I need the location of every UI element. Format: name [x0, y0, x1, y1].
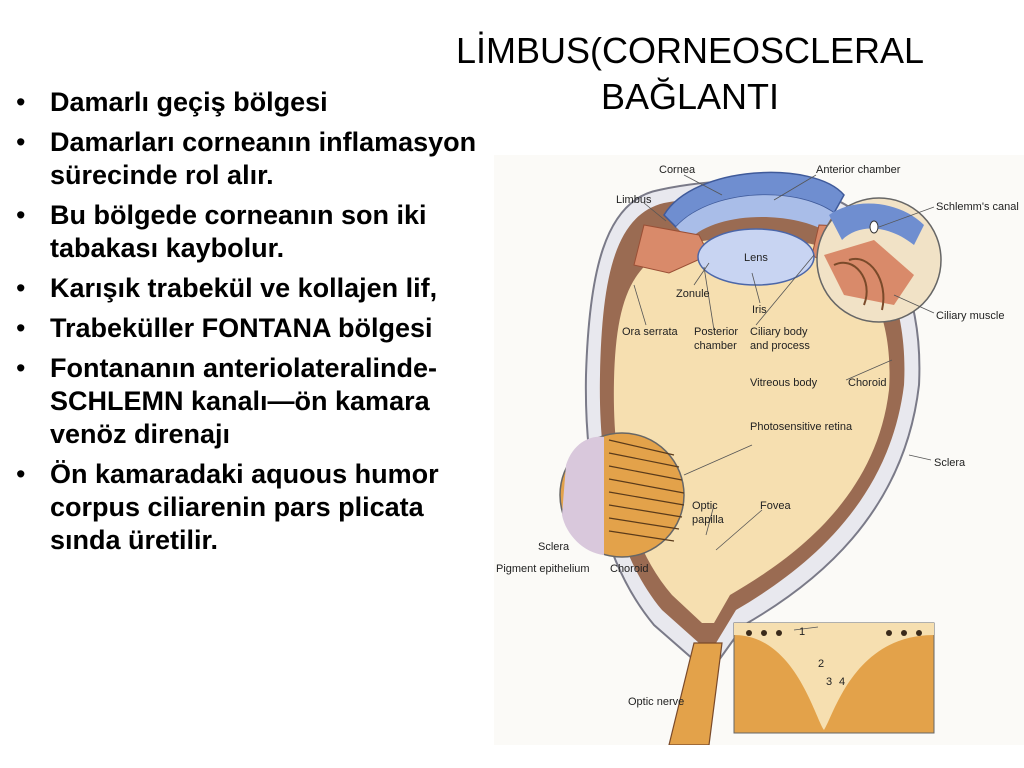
eye-anatomy-figure: Cornea Anterior chamber Schlemm's canal …: [494, 155, 1024, 746]
bullet-text: Damarlı geçiş bölgesi: [50, 87, 328, 117]
pigment-layer: [562, 436, 604, 555]
eye-diagram: Cornea Anterior chamber Schlemm's canal …: [494, 155, 1024, 746]
bullet-marker: •: [16, 200, 26, 230]
schlemm-canal-mark: [869, 220, 879, 234]
label-limbus: Limbus: [616, 194, 652, 206]
label-number-4: 4: [839, 676, 845, 688]
label-ciliary-body-1: Ciliary body: [750, 326, 808, 338]
label-photosensitive-retina: Photosensitive retina: [750, 421, 853, 433]
label-sclera-inset: Sclera: [538, 541, 570, 553]
label-optic-papilla-2: papilla: [692, 514, 725, 526]
label-sclera: Sclera: [934, 457, 966, 469]
anterior-chamber-shape: [676, 195, 834, 240]
label-ciliary-body-2: and process: [750, 340, 810, 352]
bullet-text: Damarları corneanın inflamasyon sürecind…: [50, 127, 477, 190]
bullet-text: Bu bölgede corneanın son iki tabakası ka…: [50, 200, 427, 263]
vitreous-body: [613, 238, 890, 623]
bullet-marker: •: [16, 313, 26, 343]
label-ciliary-muscle: Ciliary muscle: [936, 310, 1004, 322]
label-anterior-chamber: Anterior chamber: [816, 164, 901, 176]
label-number-3: 3: [826, 676, 832, 688]
label-posterior-chamber-1: Posterior: [694, 326, 738, 338]
inset-ciliary: [824, 240, 914, 305]
title-line-2: BAĞLANTI: [600, 76, 780, 117]
label-pigment-epithelium: Pigment epithelium: [496, 563, 590, 575]
slide-title: LİMBUS(CORNEOSCLERAL BAĞLANTI: [420, 28, 960, 120]
label-choroid-inset: Choroid: [610, 563, 649, 575]
fovea-pit: [734, 623, 934, 730]
retina-rod-group: [608, 439, 685, 542]
label-number-1: 1: [799, 626, 805, 638]
inset-fiber: [848, 257, 885, 311]
bullet-marker: •: [16, 459, 26, 489]
fovea-cells: [746, 630, 922, 636]
inset-fiber: [833, 261, 868, 306]
bullet-item: • Damarlı geçiş bölgesi: [16, 86, 486, 119]
label-posterior-chamber-2: chamber: [694, 340, 737, 352]
label-choroid: Choroid: [848, 377, 887, 389]
label-fovea: Fovea: [760, 500, 791, 512]
bullet-marker: •: [16, 87, 26, 117]
lens-shape: [697, 228, 815, 286]
bullet-text: Ön kamaradaki aquous humor corpus ciliar…: [50, 459, 439, 555]
label-lens: Lens: [744, 252, 768, 264]
label-ora-serrata: Ora serrata: [622, 326, 679, 338]
label-optic-nerve: Optic nerve: [628, 696, 684, 708]
bullet-item: • Ön kamaradaki aquous humor corpus cilia…: [16, 458, 486, 557]
bullet-item: • Fontananın anteriolateralinde-SCHLEMN k…: [16, 352, 486, 451]
label-iris: Iris: [752, 304, 767, 316]
bullet-marker: •: [16, 127, 26, 157]
bullet-text: Trabeküller FONTANA bölgesi: [50, 313, 433, 343]
bullet-item: • Bu bölgede corneanın son iki tabakası k…: [16, 199, 486, 265]
ciliary-body-left: [633, 224, 710, 274]
label-number-2: 2: [818, 658, 824, 670]
label-cornea: Cornea: [659, 164, 696, 176]
bullet-item: • Damarları corneanın inflamasyon sürecin…: [16, 126, 486, 192]
label-optic-papilla-1: Optic: [692, 500, 718, 512]
label-vitreous-body: Vitreous body: [750, 377, 818, 389]
bullet-item: • Karışık trabekül ve kollajen lif,: [16, 272, 486, 305]
bullet-text: Fontananın anteriolateralinde-SCHLEMN ka…: [50, 353, 438, 449]
bullet-marker: •: [16, 273, 26, 303]
bullet-item: • Trabeküller FONTANA bölgesi: [16, 312, 486, 345]
label-schlemms-canal: Schlemm's canal: [936, 201, 1019, 213]
bullet-list: • Damarlı geçiş bölgesi • Damarları cornea…: [16, 86, 486, 564]
bullet-text: Karışık trabekül ve kollajen lif,: [50, 273, 438, 303]
label-zonule: Zonule: [676, 288, 710, 300]
bullet-marker: •: [16, 353, 26, 383]
title-line-1: LİMBUS(CORNEOSCLERAL: [455, 30, 925, 71]
leader-lines: [633, 174, 935, 631]
